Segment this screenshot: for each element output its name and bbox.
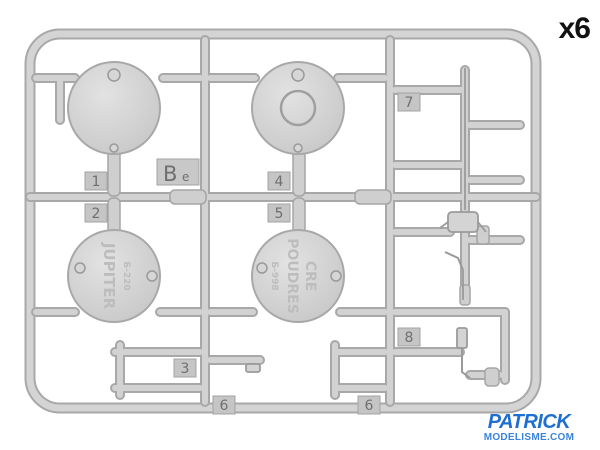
part-number-6-left: 6: [220, 398, 229, 414]
part-number-8: 8: [405, 330, 414, 346]
part-number-6-right: 6: [365, 398, 374, 414]
quantity-label: x6: [558, 12, 591, 45]
tab-5: [267, 203, 291, 223]
tab-4: [267, 171, 291, 191]
part-number-5: 5: [275, 206, 284, 222]
part-number-3: 3: [181, 361, 190, 377]
tab-8: [397, 327, 421, 347]
disc-ring: [251, 61, 345, 155]
part-number-tabs: 1 2 3 4 5 6 6 7 8: [84, 92, 421, 415]
disc-cre-label: CRE: [302, 261, 318, 292]
tab-2: [84, 203, 108, 223]
sprue-letter-suffix: e: [182, 170, 189, 184]
part-number-1: 1: [92, 174, 101, 190]
disc-plain: [67, 61, 161, 155]
tab-6-left: [212, 395, 236, 415]
disc-poudres-code: Б-998: [269, 261, 279, 290]
watermark-brand: PATRICK: [487, 411, 571, 433]
part-number-2: 2: [92, 206, 101, 222]
sprue-letter: B: [163, 162, 177, 186]
part-number-4: 4: [275, 174, 284, 190]
small-parts: [245, 68, 487, 379]
disc-poudres: Б-998 POUDRES CRE: [251, 229, 345, 323]
part-number-7: 7: [405, 95, 414, 111]
tab-1: [84, 171, 108, 191]
watermark-site: MODELISME.COM: [483, 432, 575, 443]
disc-jupiter: JUPITER Б-220: [67, 229, 161, 323]
watermark-logo: PATRICK MODELISME.COM: [470, 412, 588, 444]
tab-7: [397, 92, 421, 112]
sprue-letter-tab: B e: [156, 158, 200, 186]
disc-jupiter-label: JUPITER: [100, 242, 118, 310]
tab-3: [173, 358, 197, 378]
tab-6-right: [357, 395, 381, 415]
disc-jupiter-code: Б-220: [121, 261, 131, 290]
disc-poudres-label: POUDRES: [284, 238, 300, 314]
